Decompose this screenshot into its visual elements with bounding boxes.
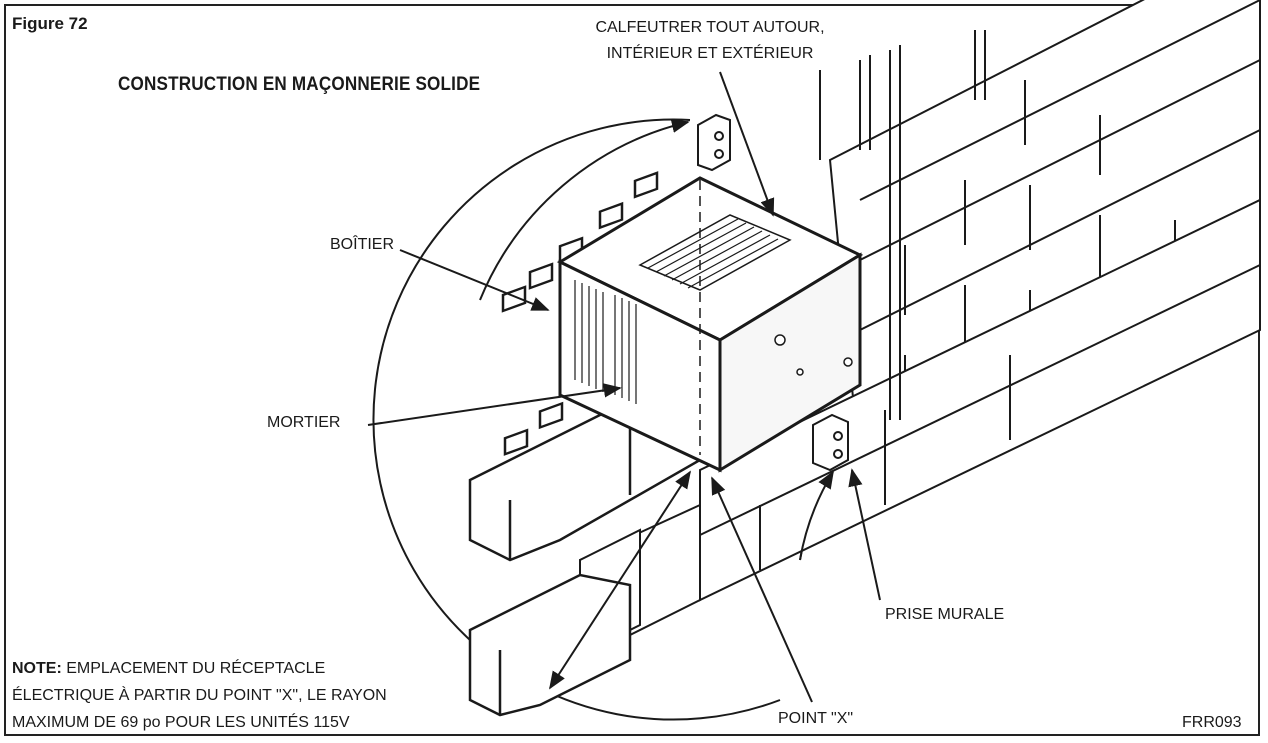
note-line1: NOTE: EMPLACEMENT DU RÉCEPTACLE xyxy=(12,655,387,682)
note-block: NOTE: EMPLACEMENT DU RÉCEPTACLE ÉLECTRIQ… xyxy=(12,655,387,736)
figure-code: FRR093 xyxy=(1182,714,1242,731)
wall-outlet-label: PRISE MURALE xyxy=(885,606,1005,623)
conduit-pipes xyxy=(819,30,986,420)
caulk-label-line1: CALFEUTRER TOUT AUTOUR, xyxy=(595,19,825,36)
diagram-title: CONSTRUCTION EN MAÇONNERIE SOLIDE xyxy=(118,74,481,95)
callout-leaders xyxy=(367,71,881,703)
wall-outlet-top xyxy=(697,113,731,172)
sleeve-label: BOÎTIER xyxy=(330,236,395,253)
caulk-label: CALFEUTRER TOUT AUTOUR, INTÉRIEUR ET EXT… xyxy=(560,15,860,67)
radius-arc xyxy=(372,118,781,721)
radius-arrows xyxy=(479,118,834,690)
figure-label: Figure 72 xyxy=(12,14,88,33)
air-conditioner-sleeve xyxy=(556,176,864,473)
wall-outlet-right xyxy=(812,413,849,472)
caulk-label-line2: INTÉRIEUR ET EXTÉRIEUR xyxy=(606,45,814,62)
note-prefix: NOTE: xyxy=(12,660,62,677)
note-line2: ÉLECTRIQUE À PARTIR DU POINT "X", LE RAY… xyxy=(12,687,387,704)
point-x-label: POINT "X" xyxy=(778,710,854,727)
note-line3: MAXIMUM DE 69 po POUR LES UNITÉS 115V xyxy=(12,714,350,731)
note-line1-text: EMPLACEMENT DU RÉCEPTACLE xyxy=(61,660,326,677)
mortar-label: MORTIER xyxy=(267,414,341,431)
